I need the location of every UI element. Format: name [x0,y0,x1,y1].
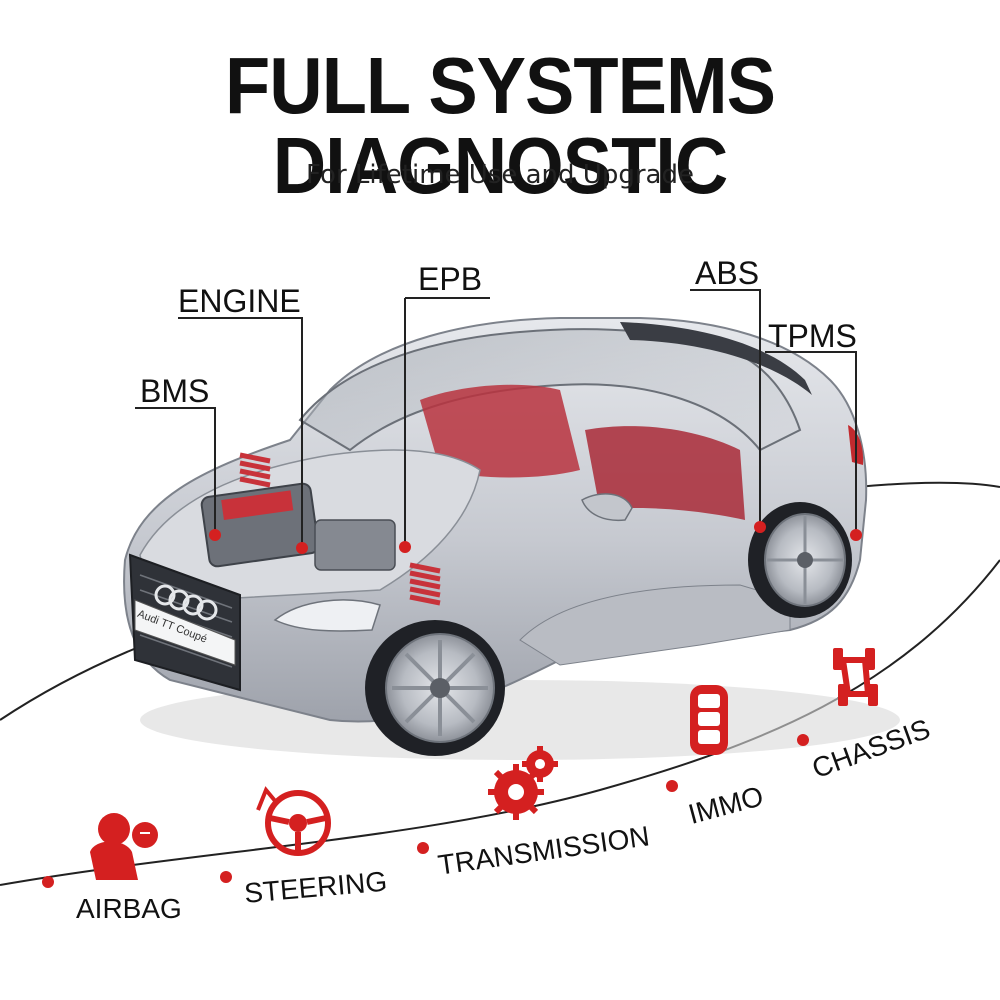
steering-track-dot [220,871,232,883]
chassis-icon [833,648,878,706]
chassis-track-dot [797,734,809,746]
bms-dot [209,529,221,541]
engine-dot [296,542,308,554]
gears-icon [488,746,558,820]
bms-leader [135,407,216,533]
system-label-airbag: AIRBAG [76,893,182,924]
immo-track-dot [666,780,678,792]
epb-label: EPB [418,261,483,297]
tpms-leader [765,351,857,533]
car-body [123,317,868,723]
airbag-track-dot [42,876,54,888]
abs-leader [690,289,761,527]
page-title: FULL SYSTEMS DIAGNOSTIC [225,40,776,211]
abs-label: ABS [695,255,760,291]
steering-wheel-icon [256,786,331,856]
rear-wheel [748,502,852,618]
abs-dot [754,521,766,533]
transmission-track-dot [417,842,429,854]
page-subtitle: For Lifetime Use and Upgrade [306,160,694,190]
epb-leader [404,297,490,545]
airbag-icon [90,813,158,880]
car-key-icon [690,685,728,755]
front-wheel [365,620,505,756]
tpms-dot [850,529,862,541]
system-track-line [0,559,1000,886]
epb-dot [399,541,411,553]
engine-label: ENGINE [178,283,301,319]
bms-label: BMS [140,373,210,409]
tpms-label: TPMS [768,318,857,354]
engine-leader [178,317,303,548]
